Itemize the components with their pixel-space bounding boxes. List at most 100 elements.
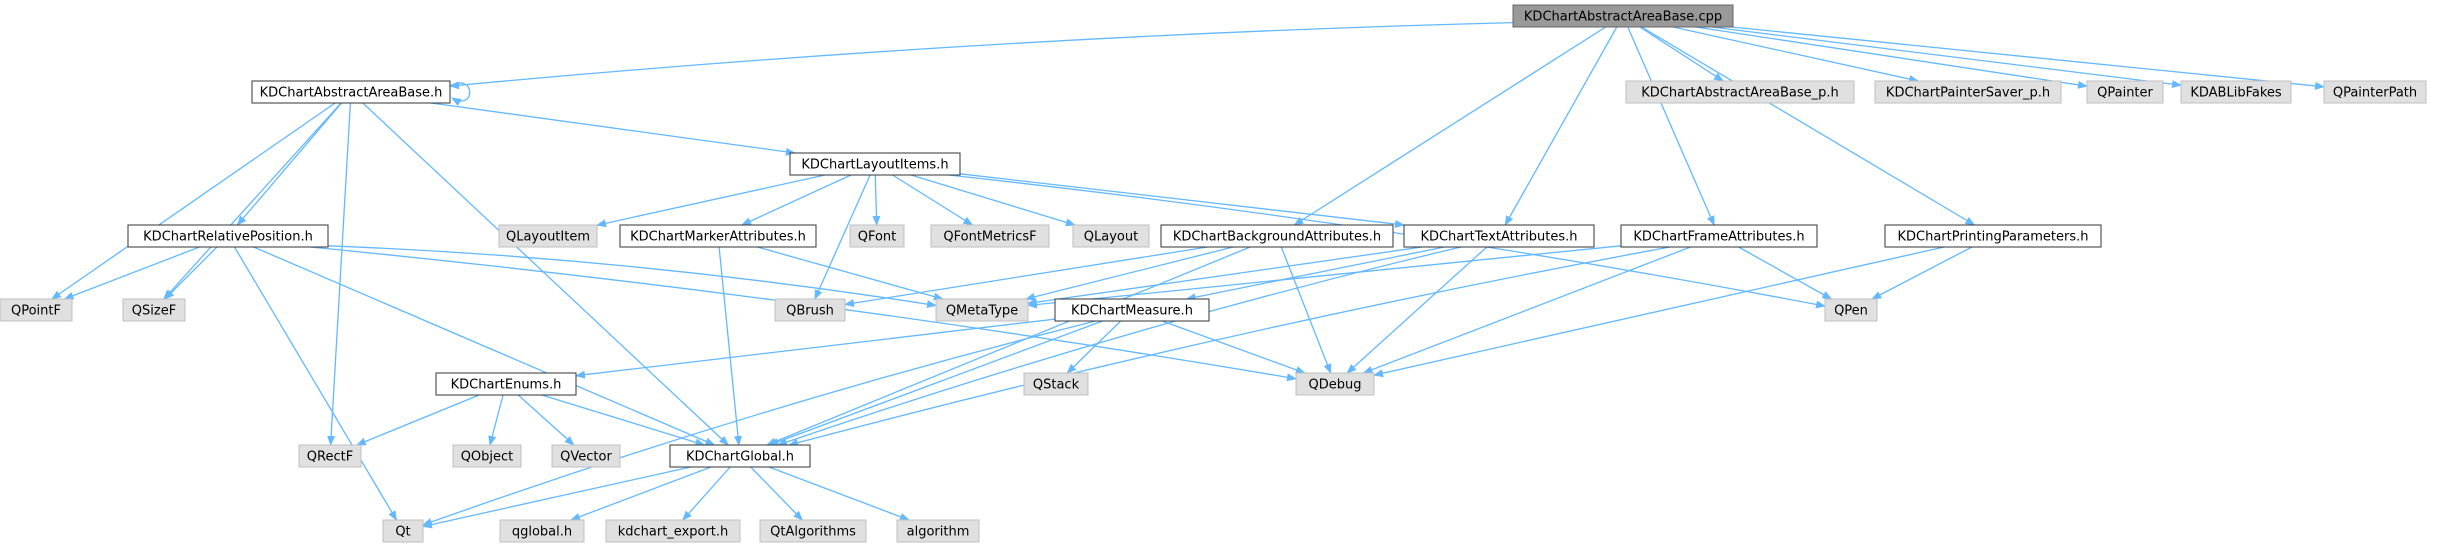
edge-enums-to-qvector xyxy=(517,394,575,446)
node-box-alg xyxy=(896,519,980,543)
edge-measure-to-global xyxy=(768,320,1103,446)
edge-cpp-to-frame xyxy=(1627,26,1715,226)
node-box-text xyxy=(1403,224,1595,248)
node-layout[interactable]: KDChartLayoutItems.h xyxy=(789,152,961,176)
node-alg[interactable]: algorithm xyxy=(896,519,980,543)
edge-layout-to-text xyxy=(959,173,1405,228)
node-aab_h[interactable]: KDChartAbstractAreaBase.h xyxy=(251,80,451,104)
node-frame[interactable]: KDChartFrameAttributes.h xyxy=(1620,224,1818,248)
edge-relpos-to-qsizef xyxy=(164,246,218,300)
edge-aab_h-to-qrectf xyxy=(327,102,352,446)
node-qsizef[interactable]: QSizeF xyxy=(122,298,186,322)
node-marker[interactable]: KDChartMarkerAttributes.h xyxy=(619,224,817,248)
node-box-aab_p xyxy=(1625,80,1855,104)
node-label-qobject: QObject xyxy=(461,450,514,465)
node-cpp[interactable]: KDChartAbstractAreaBase.cpp xyxy=(1512,4,1734,28)
node-box-global xyxy=(669,444,811,468)
node-qobject[interactable]: QObject xyxy=(452,444,522,468)
node-ps_p[interactable]: KDChartPainterSaver_p.h xyxy=(1874,80,2062,104)
edge-frame-to-qpen xyxy=(1738,246,1833,300)
edge-cpp-to-bg xyxy=(1293,26,1607,226)
edge-global-to-qtalg xyxy=(750,466,803,521)
edge-layout-to-qfont xyxy=(872,174,881,226)
node-label-global: KDChartGlobal.h xyxy=(686,450,794,465)
node-label-text: KDChartTextAttributes.h xyxy=(1420,230,1577,245)
node-qglobal[interactable]: qglobal.h xyxy=(499,519,585,543)
edge-cpp-to-aab_p xyxy=(1639,26,1724,82)
node-qstack[interactable]: QStack xyxy=(1023,372,1089,396)
edge-global-to-alg xyxy=(768,466,910,521)
node-enums[interactable]: KDChartEnums.h xyxy=(435,372,577,396)
node-label-alg: algorithm xyxy=(907,525,970,540)
node-qpainter[interactable]: QPainter xyxy=(2086,80,2164,104)
node-qtalg[interactable]: QtAlgorithms xyxy=(759,519,867,543)
node-qlayout[interactable]: QLayout xyxy=(1072,224,1150,248)
node-qlitem[interactable]: QLayoutItem xyxy=(498,224,598,248)
node-label-ps_p: KDChartPainterSaver_p.h xyxy=(1886,86,2050,101)
node-qmeta[interactable]: QMetaType xyxy=(935,298,1029,322)
node-box-qbrush xyxy=(774,298,846,322)
node-label-qmeta: QMetaType xyxy=(946,304,1018,319)
node-kdab[interactable]: KDABLibFakes xyxy=(2180,80,2292,104)
edge-bg-to-global xyxy=(765,246,1251,446)
node-box-qobject xyxy=(452,444,522,468)
node-box-enums xyxy=(435,372,577,396)
node-box-kdab xyxy=(2180,80,2292,104)
edge-measure-to-enums xyxy=(575,318,1056,379)
node-qpen[interactable]: QPen xyxy=(1824,298,1878,322)
node-label-qbrush: QBrush xyxy=(786,304,834,319)
node-qpath[interactable]: QPainterPath xyxy=(2323,80,2427,104)
edge-global-to-qt xyxy=(422,466,691,529)
edge-global-to-qglobal xyxy=(570,466,712,521)
node-box-qstack xyxy=(1023,372,1089,396)
edge-relpos-to-qpointf xyxy=(63,246,200,300)
node-label-enums: KDChartEnums.h xyxy=(451,378,562,393)
edge-frame-to-global xyxy=(788,246,1671,447)
edge-text-to-measure xyxy=(1185,246,1445,302)
edge-layout-to-qlitem xyxy=(596,174,826,228)
node-text[interactable]: KDChartTextAttributes.h xyxy=(1403,224,1595,248)
node-box-ps_p xyxy=(1874,80,2062,104)
node-box-qpen xyxy=(1824,298,1878,322)
node-relpos[interactable]: KDChartRelativePosition.h xyxy=(127,224,329,248)
node-box-relpos xyxy=(127,224,329,248)
node-box-qtalg xyxy=(759,519,867,543)
node-label-frame: KDChartFrameAttributes.h xyxy=(1633,230,1804,245)
edge-relpos-to-global xyxy=(253,246,716,446)
edge-measure-to-qt xyxy=(422,320,1096,526)
edge-layout-to-qbrush xyxy=(814,174,871,300)
node-label-print: KDChartPrintingParameters.h xyxy=(1897,230,2088,245)
node-box-layout xyxy=(789,152,961,176)
edge-text-to-qmeta xyxy=(1027,246,1423,307)
node-qfmf[interactable]: QFontMetricsF xyxy=(930,224,1050,248)
node-global[interactable]: KDChartGlobal.h xyxy=(669,444,811,468)
edge-aab_h-to-global xyxy=(362,102,729,446)
node-label-qpainter: QPainter xyxy=(2097,86,2153,101)
node-measure[interactable]: KDChartMeasure.h xyxy=(1054,298,1210,322)
node-box-measure xyxy=(1054,298,1210,322)
edge-cpp-to-kdab xyxy=(1711,26,2182,89)
node-qvector[interactable]: QVector xyxy=(551,444,621,468)
node-print[interactable]: KDChartPrintingParameters.h xyxy=(1884,224,2102,248)
node-box-print xyxy=(1884,224,2102,248)
node-label-qlitem: QLayoutItem xyxy=(506,230,590,245)
node-label-qtalg: QtAlgorithms xyxy=(770,525,856,540)
edge-aab_h-to-layout xyxy=(431,102,796,156)
edge-aab_h-to-qpointf xyxy=(51,102,336,300)
node-qrectf[interactable]: QRectF xyxy=(298,444,362,468)
node-kdexport[interactable]: kdchart_export.h xyxy=(605,519,741,543)
node-aab_p[interactable]: KDChartAbstractAreaBase_p.h xyxy=(1625,80,1855,104)
node-label-marker: KDChartMarkerAttributes.h xyxy=(630,230,806,245)
node-qpointf[interactable]: QPointF xyxy=(0,298,73,322)
edge-frame-to-qmeta xyxy=(1027,245,1622,309)
edge-layout-to-qfmf xyxy=(892,174,974,226)
node-qfont[interactable]: QFont xyxy=(849,224,905,248)
node-qdebug[interactable]: QDebug xyxy=(1295,372,1375,396)
node-qt[interactable]: Qt xyxy=(382,519,424,543)
node-label-bg: KDChartBackgroundAttributes.h xyxy=(1173,230,1381,245)
node-bg[interactable]: KDChartBackgroundAttributes.h xyxy=(1160,224,1394,248)
node-box-qmeta xyxy=(935,298,1029,322)
edge-marker-to-qmeta xyxy=(757,246,944,301)
node-qbrush[interactable]: QBrush xyxy=(774,298,846,322)
